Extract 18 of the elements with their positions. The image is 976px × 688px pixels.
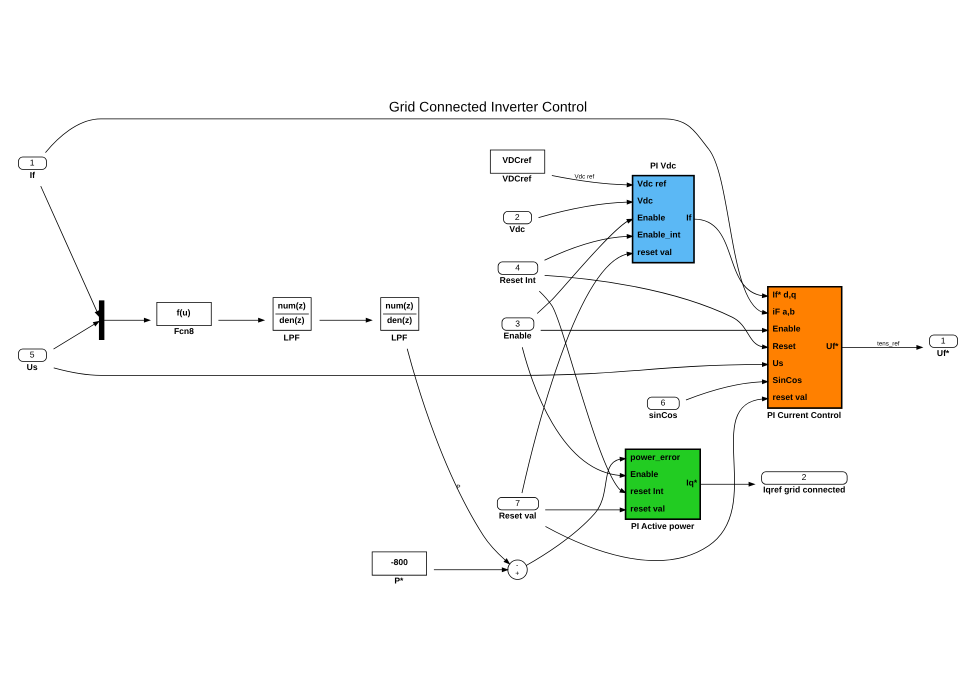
node-label: PI Active power [631, 520, 694, 531]
node-label: LPF [284, 332, 300, 342]
node-label: Us [26, 361, 38, 372]
node-label: sinCos [648, 410, 678, 420]
node-label: If [30, 169, 35, 180]
node-label: PI Vdc [650, 160, 676, 170]
node-label: Reset val [498, 510, 536, 520]
node-label: Vdc [509, 224, 526, 234]
node-label: Fcn8 [174, 326, 194, 336]
node-label: Iqref grid connected [763, 484, 846, 494]
node-label: VDCref [502, 173, 532, 184]
node-label: PI Current Control [767, 410, 842, 420]
node-label: Uf* [936, 347, 950, 358]
diagram-title: Grid Connected Inverter Control [388, 98, 588, 114]
node-label: LPF [391, 332, 408, 342]
node-label: Reset Int [500, 274, 536, 284]
node-label: Enable [504, 330, 532, 340]
node-label: P* [394, 575, 404, 586]
